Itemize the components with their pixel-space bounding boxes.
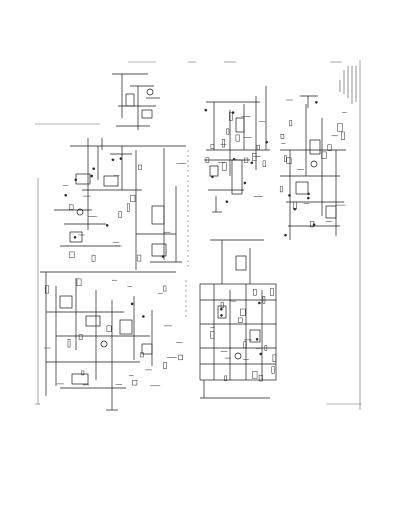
- top-left-block: [112, 73, 160, 130]
- junction-dot: [232, 157, 236, 161]
- resistor-symbol: [226, 128, 230, 135]
- junction-dot: [231, 111, 235, 114]
- resistor-symbol: [271, 366, 275, 374]
- resistor-symbol: [286, 157, 292, 164]
- junction-dot: [314, 100, 318, 104]
- junction-dot: [284, 233, 287, 237]
- resistor-symbol: [272, 354, 277, 362]
- junction-dot: [288, 194, 291, 197]
- junction-dot: [119, 157, 123, 160]
- resistor-symbol: [235, 134, 240, 142]
- resistor-symbol: [78, 334, 83, 340]
- resistor-symbol: [132, 380, 138, 386]
- resistor-symbol: [224, 375, 227, 382]
- resistor-symbol: [256, 144, 260, 150]
- resistor-symbol: [237, 317, 243, 323]
- resistor-symbol: [258, 374, 263, 382]
- resistor-symbol: [293, 201, 297, 210]
- left-main-block: [54, 138, 186, 270]
- junction-dot: [161, 255, 165, 258]
- junction-dot: [64, 193, 68, 197]
- resistor-symbol: [310, 220, 315, 228]
- resistor-symbol: [262, 160, 266, 167]
- frame-marks: [35, 60, 362, 410]
- junction-dot: [259, 352, 263, 356]
- junction-dot: [225, 200, 229, 204]
- junction-dot: [111, 158, 115, 162]
- resistor-symbol: [68, 204, 74, 210]
- resistor-symbol: [279, 186, 283, 193]
- junction-dot: [243, 181, 247, 185]
- resistor-symbol: [205, 157, 210, 163]
- resistor-symbol: [140, 352, 144, 358]
- junction-dot: [211, 175, 214, 179]
- resistor-symbol: [106, 325, 112, 332]
- resistor-symbol: [252, 371, 258, 379]
- junction-dot: [204, 108, 208, 112]
- junction-dot: [307, 192, 310, 196]
- resistor-symbol: [229, 112, 233, 121]
- junction-dot: [220, 314, 223, 317]
- resistor-symbol: [138, 164, 142, 170]
- resistor-symbol: [244, 157, 249, 163]
- lower-left-circuit: [40, 271, 176, 411]
- resistor-symbol: [337, 123, 343, 132]
- resistor-symbol: [284, 155, 287, 162]
- junction-dot: [92, 167, 96, 171]
- resistor-symbol: [163, 285, 167, 292]
- junction-dot: [142, 315, 145, 318]
- resistor-symbol: [126, 203, 130, 212]
- resistor-symbol: [178, 354, 183, 361]
- junction-dot: [306, 196, 310, 200]
- resistor-symbol: [81, 370, 85, 376]
- resistor-symbol: [327, 144, 332, 151]
- resistor-symbol: [76, 278, 82, 286]
- resistor-symbol: [44, 285, 50, 294]
- dashed-boundary: [185, 150, 189, 320]
- resistor-symbol: [67, 339, 71, 348]
- junction-dot: [250, 161, 254, 165]
- junction-dot: [90, 174, 94, 178]
- resistor-symbol: [210, 144, 215, 149]
- junction-dot: [265, 140, 268, 144]
- junction-dot: [220, 307, 223, 311]
- resistor-symbol: [91, 254, 96, 262]
- resistor-symbol: [262, 296, 266, 304]
- resistor-symbol: [289, 120, 293, 127]
- component-clutter: [44, 99, 347, 387]
- junction-dot: [258, 301, 261, 305]
- resistor-symbol: [280, 134, 285, 139]
- junction-dot: [105, 224, 109, 227]
- resistor-symbol: [264, 345, 268, 351]
- resistor-symbol: [137, 254, 142, 262]
- junction-dot: [255, 337, 259, 341]
- junction-dot: [74, 178, 78, 182]
- resistor-symbol: [321, 151, 327, 159]
- junction-dot: [293, 207, 297, 211]
- resistor-symbol: [130, 194, 136, 203]
- resistor-symbol: [220, 302, 224, 308]
- resistor-symbol: [253, 289, 257, 296]
- resistor-symbol: [221, 139, 225, 148]
- resistor-symbol: [341, 131, 345, 140]
- resistor-symbol: [240, 308, 246, 316]
- junction-dot: [73, 235, 77, 239]
- resistor-symbol: [163, 362, 167, 369]
- resistor-symbol: [270, 287, 274, 296]
- resistor-symbol: [118, 211, 122, 218]
- resistor-symbol: [69, 251, 75, 259]
- far-right-block: [280, 95, 346, 240]
- resistor-symbol: [210, 331, 215, 339]
- resistor-symbol: [243, 341, 247, 348]
- junction-dot: [130, 302, 134, 306]
- title-block: [339, 66, 357, 104]
